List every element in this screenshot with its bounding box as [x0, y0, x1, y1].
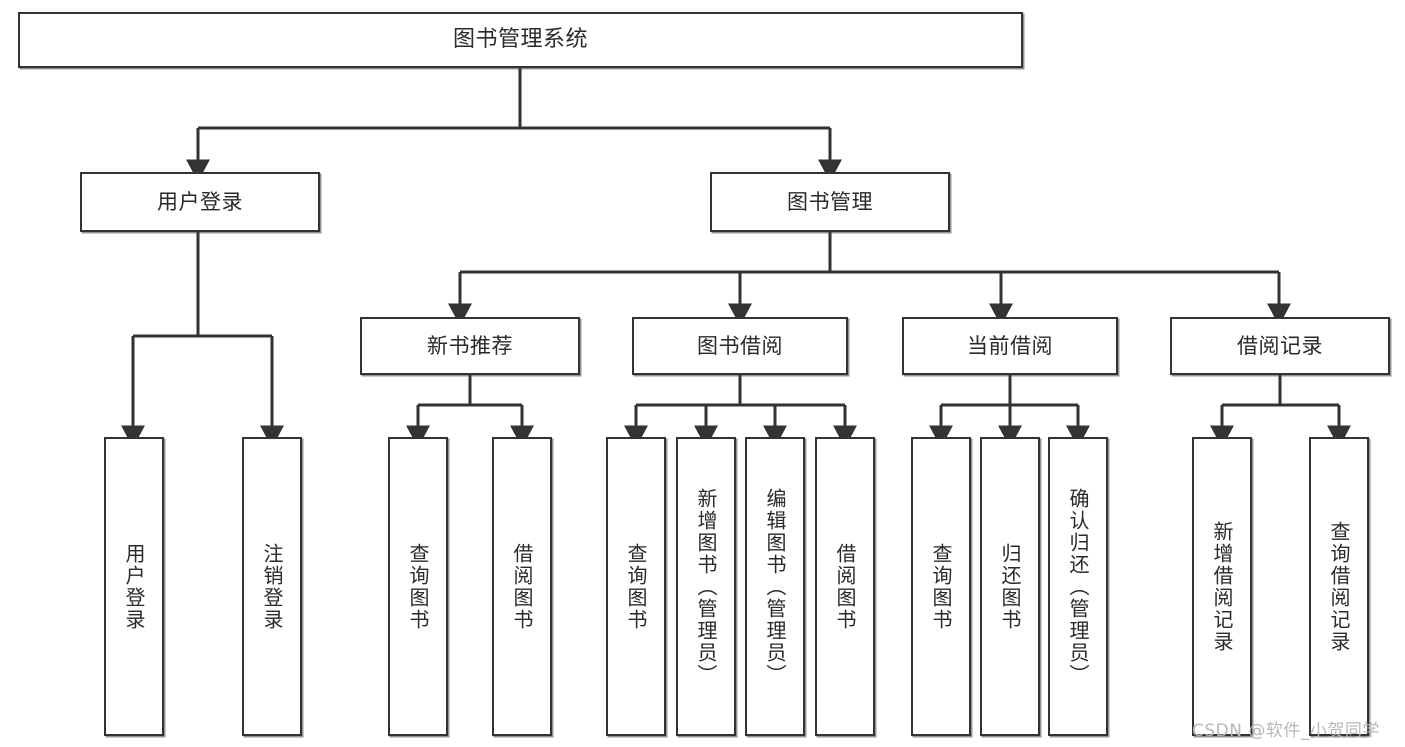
- csdn-watermark: CSDN @软件_小贺同学: [1192, 721, 1380, 741]
- node-current-borrow[interactable]: 当前借阅: [902, 317, 1118, 375]
- node-label: 编辑图书（管理员）: [763, 487, 787, 686]
- node-label: 查询图书: [624, 542, 648, 631]
- node-label: 新增图书（管理员）: [694, 487, 718, 686]
- node-leaf-borrow-book[interactable]: 借阅图书: [815, 437, 875, 736]
- node-label: 用户登录: [122, 542, 146, 631]
- node-label: 图书管理: [787, 189, 873, 214]
- node-label: 新书推荐: [427, 333, 513, 358]
- node-leaf-add-book[interactable]: 新增图书（管理员）: [676, 437, 736, 736]
- node-label: 用户登录: [157, 189, 243, 214]
- node-label: 查询借阅记录: [1327, 520, 1351, 653]
- node-user-login[interactable]: 用户登录: [80, 172, 320, 232]
- node-leaf-confirm-return[interactable]: 确认归还（管理员）: [1048, 437, 1108, 736]
- node-leaf-query-book-recommend[interactable]: 查询图书: [388, 437, 448, 736]
- node-book-borrow[interactable]: 图书借阅: [632, 317, 848, 375]
- node-label: 借阅图书: [510, 542, 534, 631]
- node-leaf-logout[interactable]: 注销登录: [242, 437, 302, 736]
- node-label: 借阅图书: [833, 542, 857, 631]
- node-label: 图书管理系统: [452, 27, 588, 53]
- node-label: 归还图书: [998, 542, 1022, 631]
- node-leaf-return-book[interactable]: 归还图书: [980, 437, 1040, 736]
- node-leaf-query-book-current[interactable]: 查询图书: [911, 437, 971, 736]
- node-leaf-edit-book[interactable]: 编辑图书（管理员）: [745, 437, 805, 736]
- node-new-book-recommend[interactable]: 新书推荐: [360, 317, 580, 375]
- node-label: 查询图书: [929, 542, 953, 631]
- node-label: 查询图书: [406, 542, 430, 631]
- node-leaf-query-borrow-record[interactable]: 查询借阅记录: [1309, 437, 1369, 736]
- node-label: 确认归还（管理员）: [1066, 487, 1090, 686]
- node-leaf-add-borrow-record[interactable]: 新增借阅记录: [1192, 437, 1252, 736]
- node-book-management[interactable]: 图书管理: [710, 172, 950, 232]
- node-leaf-user-login[interactable]: 用户登录: [104, 437, 164, 736]
- node-borrow-record[interactable]: 借阅记录: [1170, 317, 1390, 375]
- node-label: 图书借阅: [697, 333, 783, 358]
- node-leaf-query-book-borrow[interactable]: 查询图书: [606, 437, 666, 736]
- node-root-book-management-system[interactable]: 图书管理系统: [18, 12, 1023, 68]
- node-label: 新增借阅记录: [1210, 520, 1234, 653]
- node-label: 借阅记录: [1237, 333, 1323, 358]
- node-label: 注销登录: [260, 542, 284, 631]
- node-leaf-borrow-book-recommend[interactable]: 借阅图书: [492, 437, 552, 736]
- node-label: 当前借阅: [967, 333, 1053, 358]
